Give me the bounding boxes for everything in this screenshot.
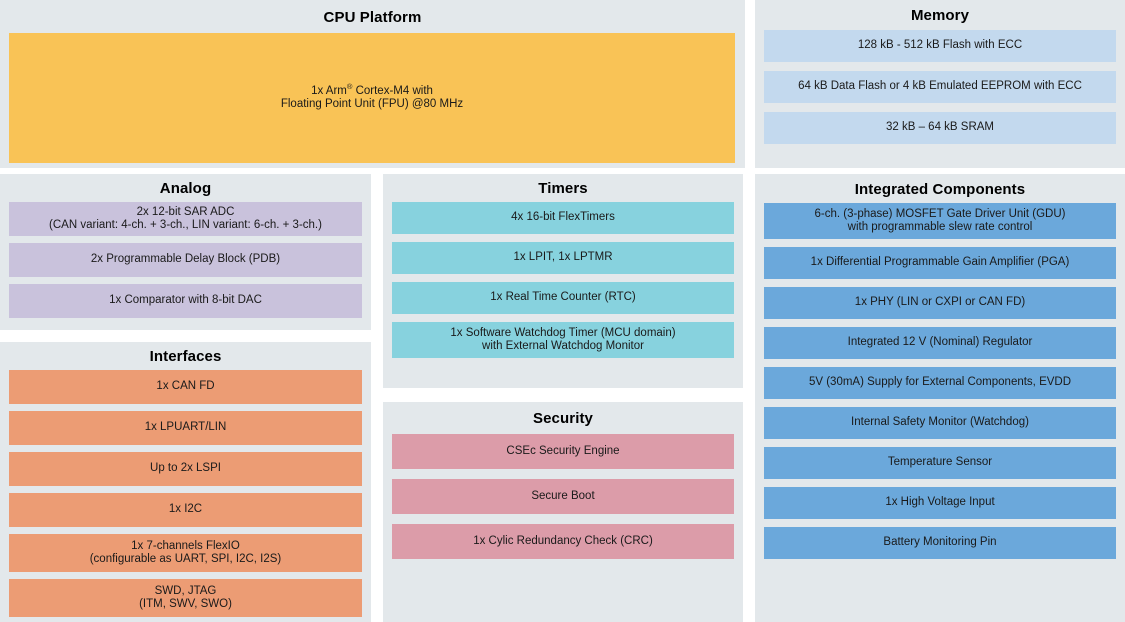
panel-title-interfaces: Interfaces	[149, 348, 222, 365]
block-interfaces-item: 1x LPUART/LIN	[9, 411, 362, 445]
panel-timers: Timers 4x 16-bit FlexTimers 1x LPIT, 1x …	[383, 174, 743, 388]
panel-analog: Analog 2x 12-bit SAR ADC (CAN variant: 4…	[0, 174, 371, 330]
memory-block-list: 128 kB - 512 kB Flash with ECC 64 kB Dat…	[764, 30, 1116, 144]
panel-interfaces: Interfaces 1x CAN FD 1x LPUART/LIN Up to…	[0, 342, 371, 622]
block-timers-item: 1x Real Time Counter (RTC)	[392, 282, 734, 314]
cpu-core-line1-prefix: 1x Arm	[311, 84, 347, 97]
panel-memory: Memory 128 kB - 512 kB Flash with ECC 64…	[755, 0, 1125, 168]
block-security-item: CSEc Security Engine	[392, 434, 734, 469]
analog-block-list: 2x 12-bit SAR ADC (CAN variant: 4-ch. + …	[9, 202, 362, 318]
block-security-item: 1x Cylic Redundancy Check (CRC)	[392, 524, 734, 559]
registered-trademark-icon: ®	[346, 81, 353, 91]
panel-title-integrated-components: Integrated Components	[854, 181, 1026, 198]
block-integrated-item: Battery Monitoring Pin	[764, 527, 1116, 559]
integrated-block-list: 6-ch. (3-phase) MOSFET Gate Driver Unit …	[764, 203, 1116, 559]
block-timers-item: 1x LPIT, 1x LPTMR	[392, 242, 734, 274]
block-timers-item: 1x Software Watchdog Timer (MCU domain) …	[392, 322, 734, 358]
security-block-list: CSEc Security Engine Secure Boot 1x Cyli…	[392, 434, 734, 559]
panel-title-timers: Timers	[538, 180, 588, 197]
cpu-core-line2: Floating Point Unit (FPU) @80 MHz	[280, 98, 464, 110]
block-integrated-item: Internal Safety Monitor (Watchdog)	[764, 407, 1116, 439]
panel-title-cpu-platform: CPU Platform	[323, 9, 422, 26]
panel-security: Security CSEc Security Engine Secure Boo…	[383, 402, 743, 622]
block-analog-item: 2x 12-bit SAR ADC (CAN variant: 4-ch. + …	[9, 202, 362, 236]
block-interfaces-item: 1x 7-channels FlexIO (configurable as UA…	[9, 534, 362, 572]
block-integrated-item: 1x PHY (LIN or CXPI or CAN FD)	[764, 287, 1116, 319]
block-timers-item: 4x 16-bit FlexTimers	[392, 202, 734, 234]
block-integrated-item: 1x High Voltage Input	[764, 487, 1116, 519]
block-analog-item: 1x Comparator with 8-bit DAC	[9, 284, 362, 318]
block-security-item: Secure Boot	[392, 479, 734, 514]
block-memory-item: 128 kB - 512 kB Flash with ECC	[764, 30, 1116, 62]
block-integrated-item: Integrated 12 V (Nominal) Regulator	[764, 327, 1116, 359]
panel-title-security: Security	[533, 410, 593, 427]
interfaces-block-list: 1x CAN FD 1x LPUART/LIN Up to 2x LSPI 1x…	[9, 370, 362, 617]
block-integrated-item: 5V (30mA) Supply for External Components…	[764, 367, 1116, 399]
block-memory-item: 32 kB – 64 kB SRAM	[764, 112, 1116, 144]
block-analog-item: 2x Programmable Delay Block (PDB)	[9, 243, 362, 277]
block-interfaces-item: Up to 2x LSPI	[9, 452, 362, 486]
panel-integrated-components: Integrated Components 6-ch. (3-phase) MO…	[755, 174, 1125, 622]
block-interfaces-item: 1x I2C	[9, 493, 362, 527]
block-memory-item: 64 kB Data Flash or 4 kB Emulated EEPROM…	[764, 71, 1116, 103]
block-interfaces-item: SWD, JTAG (ITM, SWV, SWO)	[9, 579, 362, 617]
block-interfaces-item: 1x CAN FD	[9, 370, 362, 404]
block-integrated-item: 6-ch. (3-phase) MOSFET Gate Driver Unit …	[764, 203, 1116, 239]
cpu-core-line1-suffix: Cortex-M4 with	[352, 84, 433, 97]
block-integrated-item: Temperature Sensor	[764, 447, 1116, 479]
panel-title-memory: Memory	[910, 7, 970, 24]
block-integrated-item: 1x Differential Programmable Gain Amplif…	[764, 247, 1116, 279]
timers-block-list: 4x 16-bit FlexTimers 1x LPIT, 1x LPTMR 1…	[392, 202, 734, 358]
panel-title-analog: Analog	[159, 180, 212, 197]
